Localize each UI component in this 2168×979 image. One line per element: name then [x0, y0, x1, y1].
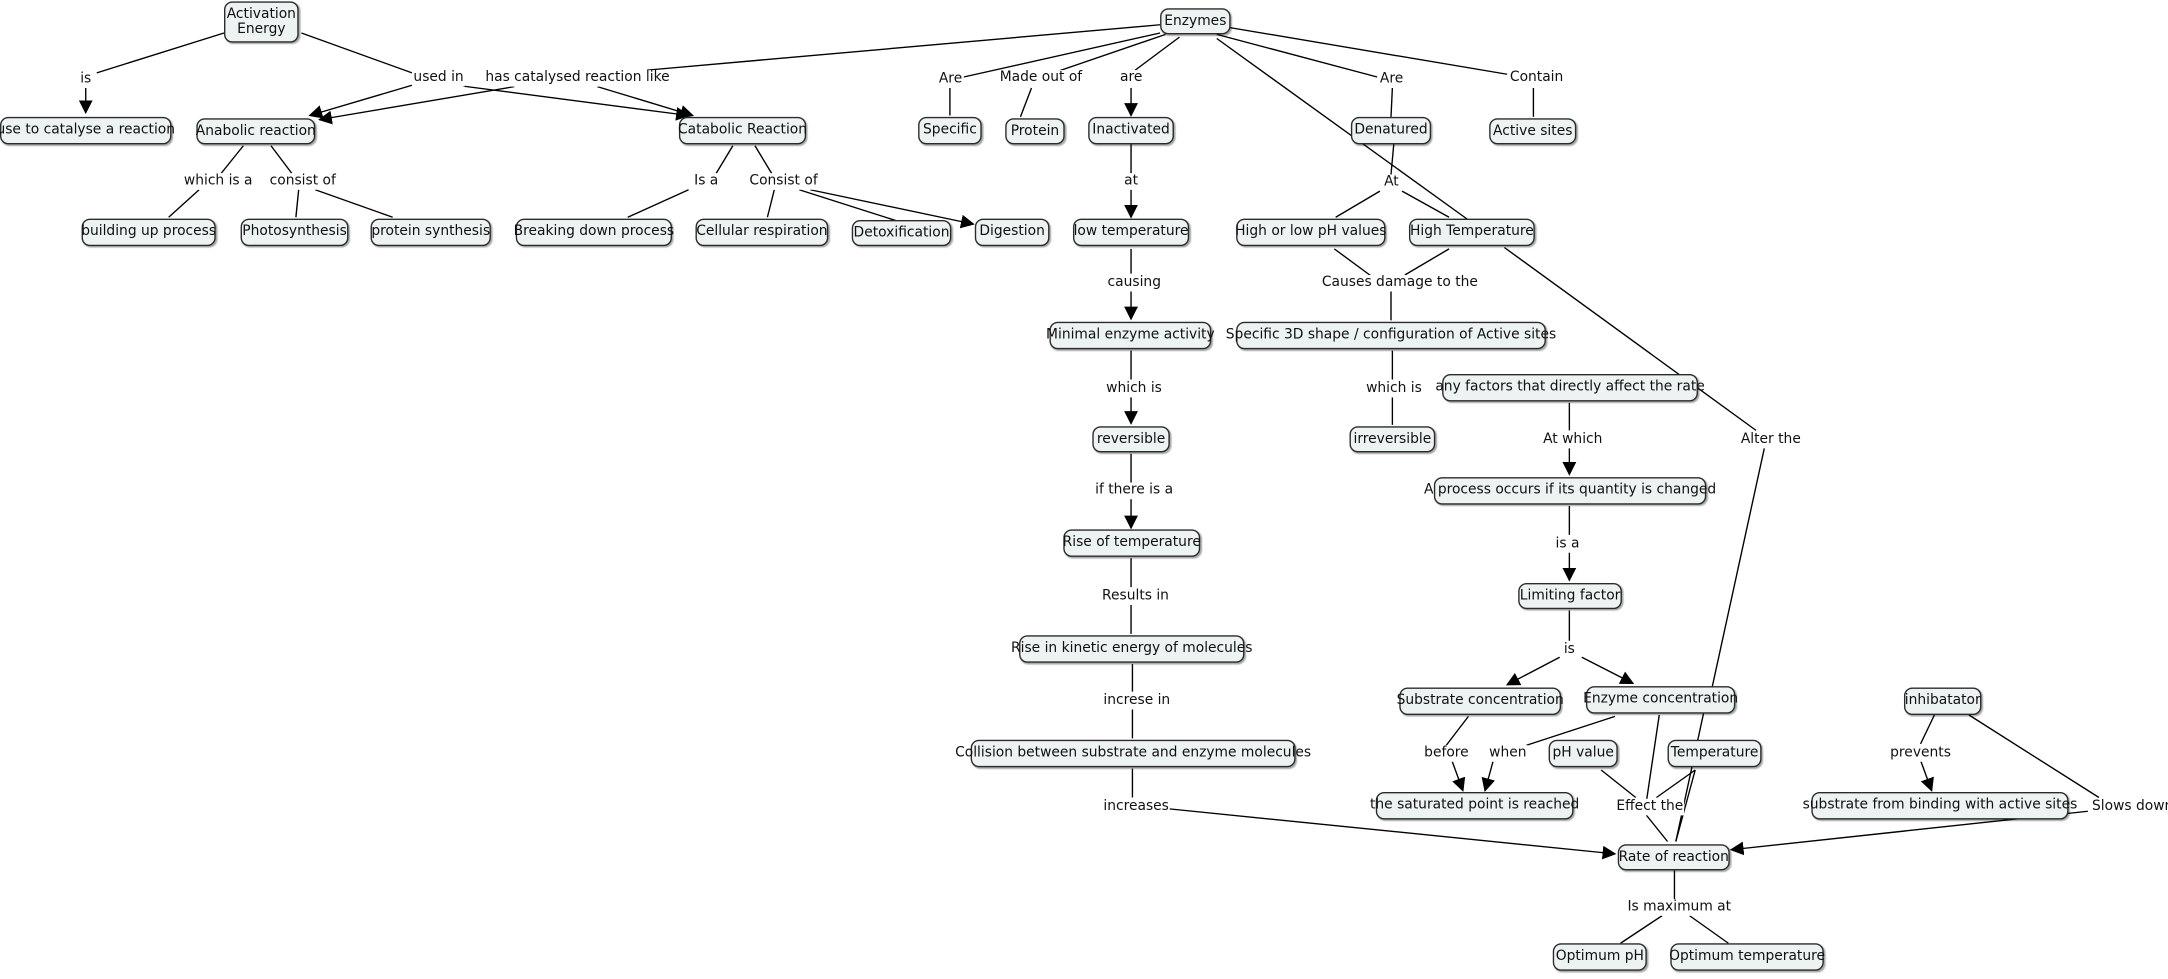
label-is-maximum-at: Is maximum at	[1626, 899, 1733, 916]
label-prevents: prevents	[1888, 745, 1953, 762]
label-before: before	[1422, 745, 1471, 762]
node-low-temperature[interactable]: low temperature	[1072, 218, 1190, 247]
node-photosynthesis[interactable]: Photosynthesis	[240, 218, 349, 247]
label-are-denatured: Are	[1378, 71, 1405, 88]
node-protein-synthesis[interactable]: protein synthesis	[370, 218, 491, 247]
node-breaking-down-process[interactable]: Breaking down process	[514, 218, 674, 247]
label-which-is-reversible: which is	[1104, 380, 1164, 398]
node-enzymes[interactable]: Enzymes	[1160, 8, 1231, 35]
label-at-denatured: At	[1382, 174, 1401, 192]
label-increases: increases	[1102, 798, 1171, 816]
node-ph-value[interactable]: pH value	[1548, 739, 1618, 768]
node-use-to-catalyse[interactable]: use to catalyse a reaction	[0, 116, 175, 145]
label-consist-of: consist of	[268, 173, 338, 190]
node-specific-3d-shape[interactable]: Specific 3D shape / configuration of Act…	[1226, 321, 1556, 350]
node-rate-of-reaction[interactable]: Rate of reaction	[1617, 844, 1730, 871]
node-denatured[interactable]: Denatured	[1350, 116, 1432, 145]
node-active-sites[interactable]: Active sites	[1489, 118, 1577, 145]
label-is-a-limiting: is a	[1554, 536, 1581, 553]
node-anabolic-reaction[interactable]: Anabolic reaction	[196, 118, 316, 145]
label-when: when	[1487, 745, 1528, 762]
node-optimum-temperature[interactable]: Optimum temperature	[1669, 943, 1825, 971]
label-is: is	[78, 71, 93, 88]
label-causes-damage: Causes damage to the	[1320, 275, 1480, 292]
label-at: at	[1122, 173, 1140, 190]
label-are-inactivated: are	[1118, 70, 1144, 87]
node-process-occurs[interactable]: A process occurs if its quantity is chan…	[1424, 477, 1716, 505]
label-which-is-a: which is a	[182, 173, 254, 190]
node-reversible[interactable]: reversible	[1092, 426, 1170, 453]
label-effect-the: Effect the	[1614, 798, 1685, 816]
label-is-limiting: is	[1562, 642, 1577, 659]
node-substrate-concentration[interactable]: Substrate concentration	[1397, 687, 1564, 715]
label-causing: causing	[1106, 275, 1163, 292]
node-irreversible[interactable]: irreversible	[1349, 426, 1436, 453]
label-used-in: used in	[412, 70, 466, 87]
node-high-low-ph[interactable]: High or low pH values	[1235, 218, 1386, 247]
node-saturated-point[interactable]: the saturated point is reached	[1370, 792, 1579, 820]
label-are-specific: Are	[937, 71, 964, 88]
node-cellular-respiration[interactable]: Cellular respiration	[695, 218, 829, 247]
node-building-up-process[interactable]: building up process	[81, 218, 216, 247]
label-is-a: Is a	[692, 173, 720, 190]
label-if-there-is-a: if there is a	[1093, 482, 1175, 500]
node-inhibatator[interactable]: inhibatator	[1903, 687, 1982, 715]
node-catabolic-reaction[interactable]: Catabolic Reaction	[678, 116, 807, 145]
label-alter-the: Alter the	[1739, 431, 1803, 449]
label-made-out-of: Made out of	[998, 70, 1084, 87]
node-rise-in-kinetic-energy[interactable]: Rise in kinetic energy of molecules	[1011, 635, 1252, 663]
node-high-temperature[interactable]: High Temperature	[1408, 218, 1535, 247]
label-has-catalysed: has catalysed reaction like	[483, 70, 671, 87]
node-detoxification[interactable]: Detoxification	[851, 220, 952, 247]
node-collision[interactable]: Collision between substrate and enzyme m…	[955, 739, 1311, 768]
label-increse-in: increse in	[1102, 693, 1172, 710]
label-at-which: At which	[1541, 431, 1604, 449]
node-rise-of-temperature[interactable]: Rise of temperature	[1063, 529, 1201, 557]
node-specific[interactable]: Specific	[918, 116, 982, 145]
label-consist-of-catabolic: Consist of	[748, 173, 820, 190]
node-any-factors[interactable]: any factors that directly affect the rat…	[1435, 374, 1705, 402]
node-minimal-enzyme-activity[interactable]: Minimal enzyme activity	[1046, 321, 1215, 350]
node-inactivated[interactable]: Inactivated	[1088, 116, 1174, 145]
node-digestion[interactable]: Digestion	[974, 218, 1050, 247]
label-which-is-irreversible: which is	[1364, 380, 1424, 398]
node-optimum-ph[interactable]: Optimum pH	[1552, 943, 1647, 971]
node-activation-energy[interactable]: Activation Energy	[223, 1, 299, 43]
label-contain: Contain	[1508, 70, 1565, 87]
label-slows-down: Slows down	[2090, 798, 2168, 816]
node-enzyme-concentration[interactable]: Enzyme concentration	[1583, 686, 1738, 714]
label-results-in: Results in	[1100, 588, 1171, 605]
node-limiting-factor[interactable]: Limiting factor	[1518, 583, 1622, 610]
node-protein[interactable]: Protein	[1005, 118, 1065, 145]
node-substrate-binding[interactable]: substrate from binding with active sites	[1803, 792, 2077, 820]
node-temperature[interactable]: Temperature	[1667, 739, 1762, 768]
